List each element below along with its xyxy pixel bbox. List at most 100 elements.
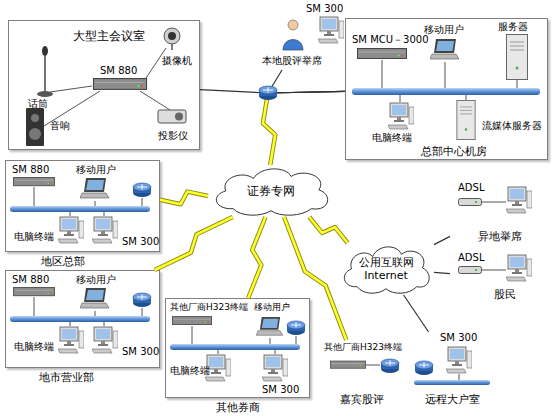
network-line xyxy=(404,295,429,332)
bolt-outline xyxy=(263,93,275,165)
router-symbol xyxy=(259,86,277,100)
bolt-core xyxy=(284,217,346,340)
group-box: 总部中心机房 xyxy=(345,18,548,160)
branch-office-equipment xyxy=(10,287,151,353)
site-name: 异地举席 xyxy=(478,230,522,243)
network-line xyxy=(434,236,450,244)
adsl-modem xyxy=(459,267,482,274)
computer-symbol xyxy=(58,327,84,353)
lan-backbone xyxy=(10,206,150,212)
computer-symbol xyxy=(318,17,344,43)
mcu-device xyxy=(358,49,407,59)
router-symbol xyxy=(133,293,151,307)
site-name: 股民 xyxy=(494,288,516,301)
server-symbol xyxy=(457,100,475,139)
site-group: 远程大户室 xyxy=(410,332,500,410)
bolt-core xyxy=(263,93,275,165)
site-group: 异地举席 xyxy=(450,178,546,246)
bolt-outline xyxy=(160,192,208,205)
network-line xyxy=(434,236,450,244)
server-symbol xyxy=(507,35,528,80)
site-name: 远程大户室 xyxy=(425,393,480,406)
cloud-outline xyxy=(344,247,429,293)
adsl-modem xyxy=(459,199,482,206)
bolt-core xyxy=(248,217,265,298)
projector-symbol xyxy=(158,110,186,123)
group-box: 其他券商 xyxy=(165,298,310,398)
cloud-text-box: 证券专网 xyxy=(208,165,334,217)
bolt-outline xyxy=(309,217,347,243)
router-symbol xyxy=(381,359,399,373)
bolt-core xyxy=(160,192,208,205)
wireless-link xyxy=(263,91,345,165)
network-line xyxy=(404,295,429,332)
site-group: 本地股评举席 xyxy=(258,4,346,70)
regional-hq-equipment xyxy=(10,177,151,243)
lan-backbone xyxy=(414,380,490,385)
computer-symbol xyxy=(92,327,118,353)
h323-terminal xyxy=(172,317,211,325)
bolt-outline xyxy=(155,217,233,270)
speaker-cone xyxy=(29,128,41,140)
laptop-symbol xyxy=(80,178,109,198)
lan-backbone xyxy=(10,316,150,322)
group-title: 地市营业部 xyxy=(39,371,94,384)
group-box: 地区总部 xyxy=(5,160,160,252)
group-box: 大型主会议室 xyxy=(8,20,200,150)
hq-equipment xyxy=(352,35,540,140)
av-cable xyxy=(44,48,170,126)
device-label: ADSL xyxy=(458,182,484,194)
computer-symbol xyxy=(205,355,231,381)
site-group: 股民 xyxy=(450,248,546,306)
lan-backbone xyxy=(352,88,540,95)
network-name: 证券专网 xyxy=(221,184,321,198)
site-name: 本地股评举席 xyxy=(262,55,322,67)
lan-cable xyxy=(192,326,296,354)
bolt-core xyxy=(155,217,233,270)
sm880-device xyxy=(14,177,55,185)
computer-symbol xyxy=(58,217,84,243)
wireless-link xyxy=(248,217,265,298)
camera-lens xyxy=(168,32,176,40)
network-line xyxy=(200,90,345,93)
network-name: 公用互联网 Internet xyxy=(354,256,418,282)
cable xyxy=(366,202,506,380)
lan-cable xyxy=(34,187,142,216)
device-label: 其他厂商H323终端 xyxy=(324,342,402,353)
laptop-symbol xyxy=(80,288,109,308)
h323-terminal xyxy=(330,361,365,368)
device-label: SM 300 xyxy=(306,3,343,15)
sm880-device xyxy=(93,79,146,90)
router-symbol xyxy=(415,361,433,375)
lan-cable xyxy=(34,297,142,326)
group-title: 其他券商 xyxy=(216,401,260,414)
computer-symbol xyxy=(446,347,472,373)
wireless-link xyxy=(284,217,346,340)
computer-symbol xyxy=(92,217,118,243)
network-line xyxy=(268,70,345,93)
wireless-link xyxy=(160,192,208,205)
remote-site-equipment xyxy=(330,187,532,385)
network-line xyxy=(268,70,345,93)
microphone-stem xyxy=(44,54,46,92)
microphone-head xyxy=(42,46,48,56)
other-broker-equipment xyxy=(170,317,305,381)
laptop-symbol xyxy=(430,39,459,59)
group-title: 地区总部 xyxy=(41,255,85,268)
group-box: 地市营业部 xyxy=(5,270,160,368)
lan-cable xyxy=(382,60,517,102)
network-line xyxy=(434,272,450,273)
local-commentary-equipment xyxy=(259,17,344,100)
site-group: 嘉宾股评 xyxy=(322,340,406,410)
speaker-cone xyxy=(31,114,39,122)
bolt-outline xyxy=(284,217,346,340)
camera-stand xyxy=(171,44,173,50)
network-line xyxy=(200,90,345,93)
person-head xyxy=(288,20,298,30)
meeting-room-equipment xyxy=(26,28,186,146)
speaker-symbol xyxy=(26,108,44,146)
camera-symbol xyxy=(164,28,180,44)
network-line xyxy=(268,91,345,93)
